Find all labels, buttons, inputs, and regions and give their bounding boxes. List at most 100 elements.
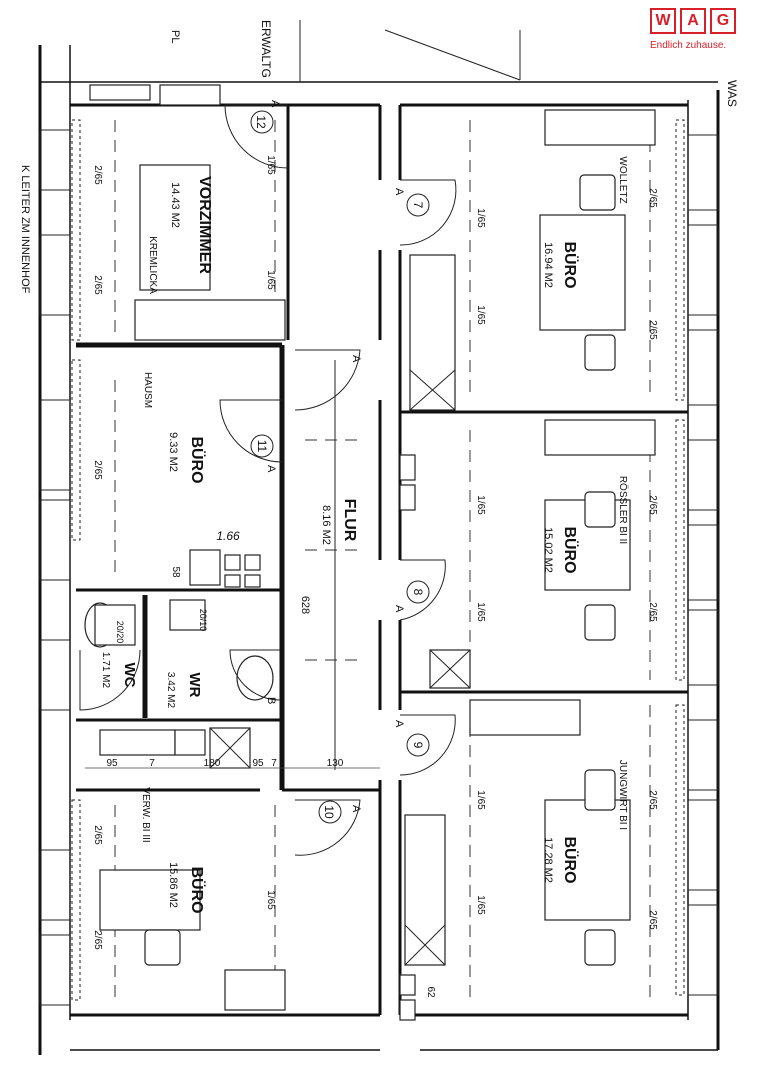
room-buero-verw-occupant: VERW. BI III bbox=[140, 787, 151, 842]
door-number-7-label: 7 bbox=[411, 202, 425, 209]
room-wc: WC 1.71 M2 20/20 bbox=[100, 621, 138, 689]
room-flur-length: 628 bbox=[299, 596, 311, 614]
dim-w-2: 1/65 bbox=[475, 305, 486, 325]
note-erwaltg: ERWALTG bbox=[259, 20, 273, 78]
dim-j-1: 1/65 bbox=[475, 790, 486, 810]
room-buero-hausm: BÜRO 9.33 M2 HAUSM bbox=[142, 372, 207, 484]
dim-hausm: 2/65 bbox=[92, 460, 103, 480]
logo-tagline: Endlich zuhause. bbox=[650, 40, 727, 51]
door-type-wr: B bbox=[265, 697, 277, 704]
door-number-12: 12 bbox=[250, 110, 274, 134]
dim-180: 180 bbox=[204, 758, 221, 769]
logo-letter-w: W bbox=[650, 8, 676, 34]
room-wr: WR 3.42 M2 20/10 bbox=[165, 609, 208, 709]
dim-vorz-2: 2/65 bbox=[92, 275, 103, 295]
dim-verw-1: 2/65 bbox=[92, 825, 103, 845]
logo-letter-g: G bbox=[710, 8, 736, 34]
room-buero-hausm-name: BÜRO bbox=[188, 436, 207, 483]
room-flur-name: FLUR bbox=[341, 499, 358, 542]
wag-logo-letters: W A G bbox=[650, 8, 760, 34]
room-wr-name: WR bbox=[186, 673, 203, 698]
room-buero-wolletz-name: BÜRO bbox=[561, 241, 580, 288]
door-number-11-label: 11 bbox=[255, 440, 269, 453]
radiators bbox=[71, 119, 685, 1001]
room-wc-area: 1.71 M2 bbox=[100, 652, 111, 689]
room-wc-name: WC bbox=[121, 663, 138, 688]
walls bbox=[38, 20, 720, 1055]
note-was: WAS bbox=[725, 80, 739, 107]
dim-vorz-3: 1/65 bbox=[265, 155, 276, 175]
dim-w-1: 1/65 bbox=[475, 208, 486, 228]
room-wr-tile: 20/10 bbox=[198, 609, 208, 632]
room-buero-hausm-area: 9.33 M2 bbox=[167, 432, 179, 472]
dim-r-4: 2/65 bbox=[647, 602, 658, 622]
room-buero-jungwirt-occupant: JUNGWIRT BI I bbox=[617, 760, 628, 830]
room-buero-roessler-area: 15.02 M2 bbox=[542, 527, 554, 573]
room-vorzimmer-occupant: KREMLICKA bbox=[147, 236, 158, 294]
room-vorzimmer: VORZIMMER 14.43 M2 KREMLICKA bbox=[147, 176, 213, 294]
door-type-7: A bbox=[393, 188, 405, 196]
door-number-9: 9 bbox=[406, 733, 430, 757]
ceiling-lines bbox=[114, 120, 651, 1000]
door-number-7: 7 bbox=[406, 193, 430, 217]
wag-logo: W A G Endlich zuhause. bbox=[650, 8, 760, 62]
note-pl: PL bbox=[169, 30, 181, 43]
dim-r-1: 1/65 bbox=[475, 495, 486, 515]
room-buero-jungwirt-name: BÜRO bbox=[561, 836, 580, 883]
room-buero-hausm-occupant: HAUSM bbox=[142, 372, 153, 408]
door-type-12: A bbox=[269, 100, 281, 108]
room-flur: FLUR 8.16 M2 628 bbox=[299, 499, 358, 615]
door-type-10: A bbox=[350, 805, 362, 813]
doors bbox=[79, 104, 457, 856]
room-buero-wolletz: BÜRO 16.94 M2 WOLLETZ bbox=[542, 156, 628, 288]
logo-letter-a: A bbox=[680, 8, 706, 34]
door-number-8-label: 8 bbox=[411, 589, 425, 596]
room-buero-jungwirt: BÜRO 17.28 M2 JUNGWIRT BI I bbox=[542, 760, 628, 884]
dim-r-2: 1/65 bbox=[475, 602, 486, 622]
room-flur-area: 8.16 M2 bbox=[320, 505, 332, 545]
room-wr-area: 3.42 M2 bbox=[165, 672, 176, 709]
dim-vorz-1: 2/65 bbox=[92, 165, 103, 185]
dim-w-4: 2/65 bbox=[647, 320, 658, 340]
dim-62: 62 bbox=[425, 986, 436, 998]
dim-j-2: 1/65 bbox=[475, 895, 486, 915]
room-buero-verw-area: 15.86 M2 bbox=[167, 862, 179, 908]
dimension-labels: 2/65 2/65 1/65 1/65 2/65 1.66 58 62 95 7… bbox=[85, 155, 658, 998]
margin-notes: PL ERWALTG WAS K LEITER ZM INNENHOF bbox=[19, 20, 739, 294]
dim-7b: 7 bbox=[271, 758, 277, 769]
dim-vorz-4: 1/65 bbox=[265, 270, 276, 290]
room-wc-tile: 20/20 bbox=[115, 621, 125, 644]
door-type-flur: A bbox=[350, 355, 362, 363]
dim-7a: 7 bbox=[149, 758, 155, 769]
dim-58: 58 bbox=[170, 566, 181, 578]
room-buero-roessler-occupant: RÖSSLER BI II bbox=[617, 476, 629, 544]
room-buero-wolletz-area: 16.94 M2 bbox=[542, 242, 554, 288]
door-type-11: A bbox=[265, 465, 277, 473]
door-number-9-label: 9 bbox=[411, 742, 425, 749]
dim-130: 130 bbox=[327, 758, 344, 769]
room-buero-jungwirt-area: 17.28 M2 bbox=[542, 837, 554, 883]
dim-95a: 95 bbox=[106, 758, 118, 769]
door-number-12-label: 12 bbox=[254, 115, 268, 129]
room-buero-roessler-name: BÜRO bbox=[561, 526, 580, 573]
room-vorzimmer-name: VORZIMMER bbox=[196, 176, 213, 274]
dim-hand-166: 1.66 bbox=[216, 529, 240, 543]
room-buero-verw: BÜRO 15.86 M2 VERW. BI III bbox=[140, 787, 207, 913]
door-type-labels: A A A A A A A B bbox=[265, 100, 405, 813]
door-number-11: 11 bbox=[250, 434, 274, 458]
dim-j-3: 2/65 bbox=[647, 790, 658, 810]
dim-verw-3: 1/65 bbox=[265, 890, 276, 910]
dim-verw-2: 2/65 bbox=[92, 930, 103, 950]
dim-w-3: 2/65 bbox=[647, 188, 658, 208]
dim-r-3: 2/65 bbox=[647, 495, 658, 515]
room-buero-verw-name: BÜRO bbox=[188, 866, 207, 913]
dim-95b: 95 bbox=[252, 758, 264, 769]
door-type-8: A bbox=[393, 605, 405, 613]
note-left: K LEITER ZM INNENHOF bbox=[19, 165, 31, 294]
door-type-9: A bbox=[393, 720, 405, 728]
room-buero-roessler: BÜRO 15.02 M2 RÖSSLER BI II bbox=[542, 476, 629, 574]
room-buero-wolletz-occupant: WOLLETZ bbox=[617, 156, 628, 203]
door-number-10-label: 10 bbox=[322, 805, 336, 819]
door-number-8: 8 bbox=[406, 580, 430, 604]
